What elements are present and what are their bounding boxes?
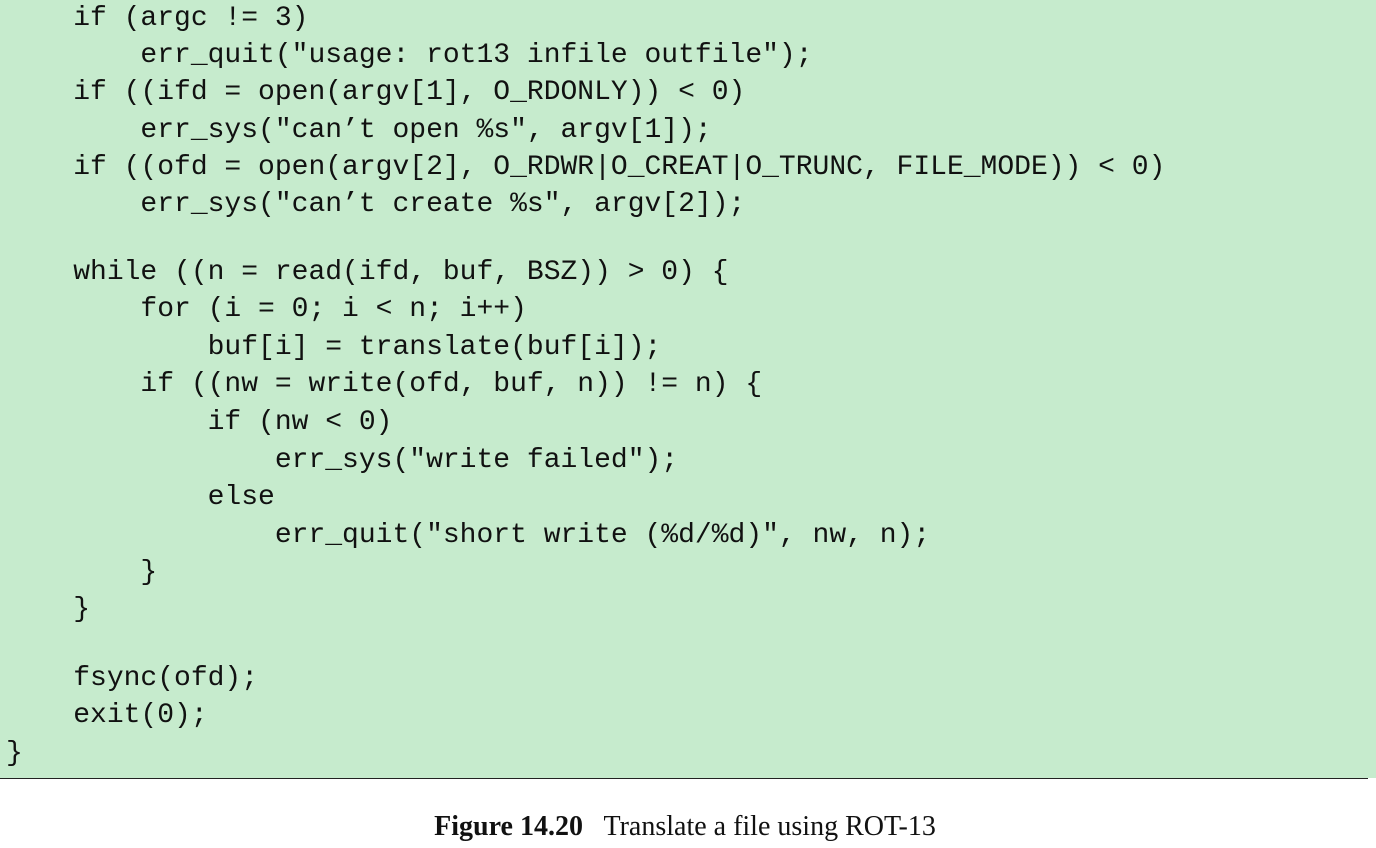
code-line: err_quit("usage: rot13 infile outfile"); xyxy=(6,40,813,71)
code-line: err_sys("can’t open %s", argv[1]); xyxy=(6,115,712,146)
code-line: } xyxy=(6,738,23,769)
code-line: if (argc != 3) xyxy=(6,3,309,34)
code-line: err_sys("can’t create %s", argv[2]); xyxy=(6,189,746,220)
code-line: err_quit("short write (%d/%d)", nw, n); xyxy=(6,520,931,551)
code-line: for (i = 0; i < n; i++) xyxy=(6,294,527,325)
code-listing: if (argc != 3) err_quit("usage: rot13 in… xyxy=(0,0,1376,778)
code-line: err_sys("write failed"); xyxy=(6,445,679,476)
figure-label: Figure 14.20 xyxy=(434,811,583,842)
code-line: if ((ofd = open(argv[2], O_RDWR|O_CREAT|… xyxy=(6,152,1166,183)
code-line: } xyxy=(6,594,91,625)
code-line: while ((n = read(ifd, buf, BSZ)) > 0) { xyxy=(6,257,729,288)
code-line: buf[i] = translate(buf[i]); xyxy=(6,332,662,363)
code-line: fsync(ofd); xyxy=(6,663,259,694)
code-line: } xyxy=(6,557,158,588)
figure-title: Translate a file using ROT-13 xyxy=(603,811,936,842)
figure-caption: Figure 14.20 Translate a file using ROT-… xyxy=(0,808,1370,846)
code-line: if (nw < 0) xyxy=(6,407,393,438)
code-line: exit(0); xyxy=(6,700,208,731)
code-line: else xyxy=(6,482,275,513)
code-line: if ((nw = write(ofd, buf, n)) != n) { xyxy=(6,369,763,400)
code-line: if ((ifd = open(argv[1], O_RDONLY)) < 0) xyxy=(6,77,746,108)
divider xyxy=(0,778,1368,779)
